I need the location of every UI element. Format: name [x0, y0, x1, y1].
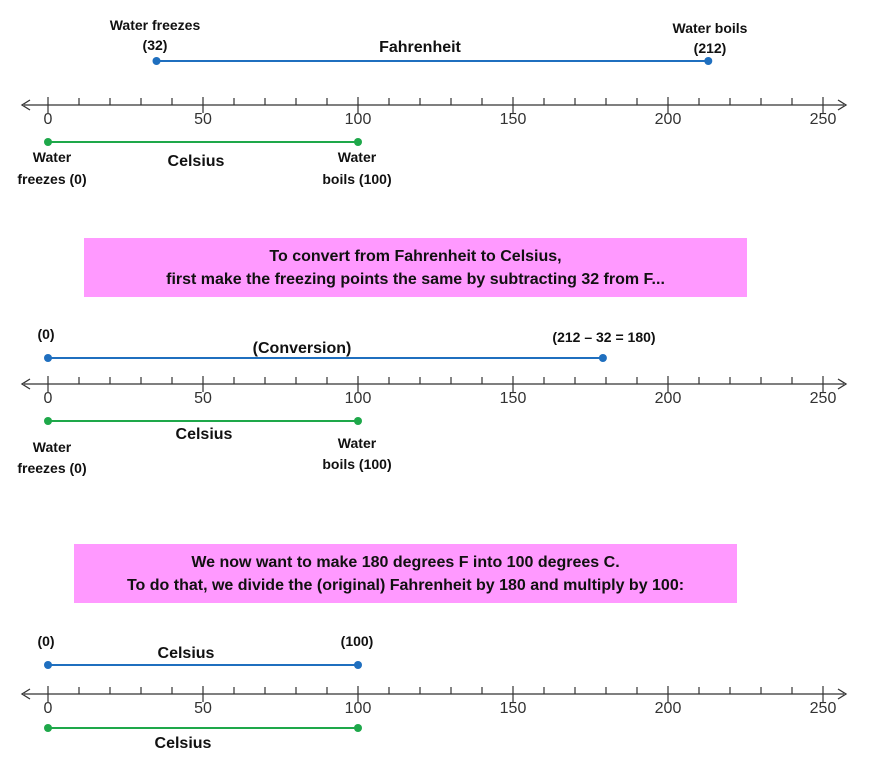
axis-arrow-right-icon [837, 378, 848, 390]
segment-start-dot [152, 57, 161, 65]
tick-label: 200 [655, 390, 682, 407]
tick-label: 200 [655, 111, 682, 128]
tick-label: 0 [44, 700, 53, 717]
tick-label: 50 [194, 390, 212, 407]
explanation-box-2-line-2: To do that, we divide the (original) Fah… [126, 576, 685, 594]
p3-upper-segment [44, 661, 362, 669]
p3-celsius-segment [44, 724, 362, 732]
p1-lower-right-label-line1: Water [338, 149, 377, 165]
segment-start-dot [44, 724, 52, 732]
segment-end-dot [354, 138, 362, 146]
segment-end-dot [354, 724, 362, 732]
tick-label: 100 [345, 390, 372, 407]
p2-conversion-segment [44, 354, 607, 362]
explanation-box-1-line-2: first make the freezing points the same … [166, 270, 665, 288]
p2-upper-right-label: (212 – 32 = 180) [552, 329, 655, 345]
p1-lower-left-label-line2: freezes (0) [17, 171, 86, 187]
p2-lower-left-label-line1: Water [33, 439, 72, 455]
p2-lower-left-label-line2: freezes (0) [17, 460, 86, 476]
panel-2: (0) (Conversion) (212 – 32 = 180) 0 50 100… [17, 326, 848, 476]
p1-fahrenheit-segment [152, 57, 713, 65]
segment-start-dot [44, 138, 52, 146]
p2-upper-left-label: (0) [37, 326, 54, 342]
p3-upper-mid-label: Celsius [158, 645, 215, 662]
axis-arrow-left-icon [20, 688, 31, 700]
explanation-box-1: To convert from Fahrenheit to Celsius, f… [84, 238, 747, 297]
p3-upper-right-label: (100) [341, 633, 374, 649]
tick-label: 150 [500, 111, 527, 128]
segment-end-dot [598, 354, 607, 362]
segment-end-dot [354, 661, 362, 669]
p1-lower-right-label-line2: boils (100) [322, 171, 391, 187]
tick-label: 150 [500, 390, 527, 407]
tick-label: 0 [44, 111, 53, 128]
p3-upper-left-label: (0) [37, 633, 54, 649]
tick-label: 100 [345, 111, 372, 128]
axis-arrow-right-icon [837, 688, 848, 700]
p1-upper-right-label-line1: Water boils [673, 20, 748, 36]
tick-label: 250 [810, 700, 837, 717]
p1-number-line: 0 50 100 150 200 250 [20, 97, 848, 128]
tick-label: 50 [194, 111, 212, 128]
segment-start-dot [44, 417, 52, 425]
tick-label: 200 [655, 700, 682, 717]
explanation-box-2: We now want to make 180 degrees F into 1… [74, 544, 737, 603]
tick-label: 50 [194, 700, 212, 717]
p2-lower-right-label-line2: boils (100) [322, 456, 391, 472]
p1-upper-mid-label: Fahrenheit [379, 39, 461, 56]
tick-label: 250 [810, 111, 837, 128]
segment-start-dot [44, 661, 52, 669]
p1-lower-left-label-line1: Water [33, 149, 72, 165]
panel-3: (0) Celsius (100) 0 50 100 150 200 250 Celsiu… [20, 633, 848, 752]
p1-upper-left-label-line1: Water freezes [110, 17, 201, 33]
p1-upper-right-label-line2: (212) [694, 40, 727, 56]
p3-lower-mid-label: Celsius [155, 735, 212, 752]
axis-arrow-left-icon [20, 99, 31, 111]
p1-upper-left-label-line2: (32) [143, 37, 168, 53]
explanation-box-2-line-1: We now want to make 180 degrees F into 1… [191, 553, 620, 571]
tick-label: 250 [810, 390, 837, 407]
p1-lower-mid-label: Celsius [168, 153, 225, 170]
segment-end-dot [704, 57, 713, 65]
p2-number-line: 0 50 100 150 200 250 [20, 376, 848, 407]
tick-label: 150 [500, 700, 527, 717]
p2-lower-right-label-line1: Water [338, 435, 377, 451]
p2-celsius-segment [44, 417, 362, 425]
segment-end-dot [354, 417, 362, 425]
tick-label: 0 [44, 390, 53, 407]
axis-arrow-right-icon [837, 99, 848, 111]
explanation-box-1-line-1: To convert from Fahrenheit to Celsius, [269, 247, 562, 265]
segment-start-dot [44, 354, 52, 362]
p2-upper-mid-label: (Conversion) [253, 340, 352, 357]
p1-celsius-segment [44, 138, 362, 146]
p3-number-line: 0 50 100 150 200 250 [20, 686, 848, 717]
panel-1: Water freezes (32) Fahrenheit Water boil… [17, 17, 848, 187]
axis-arrow-left-icon [20, 378, 31, 390]
tick-label: 100 [345, 700, 372, 717]
p2-lower-mid-label: Celsius [176, 426, 233, 443]
